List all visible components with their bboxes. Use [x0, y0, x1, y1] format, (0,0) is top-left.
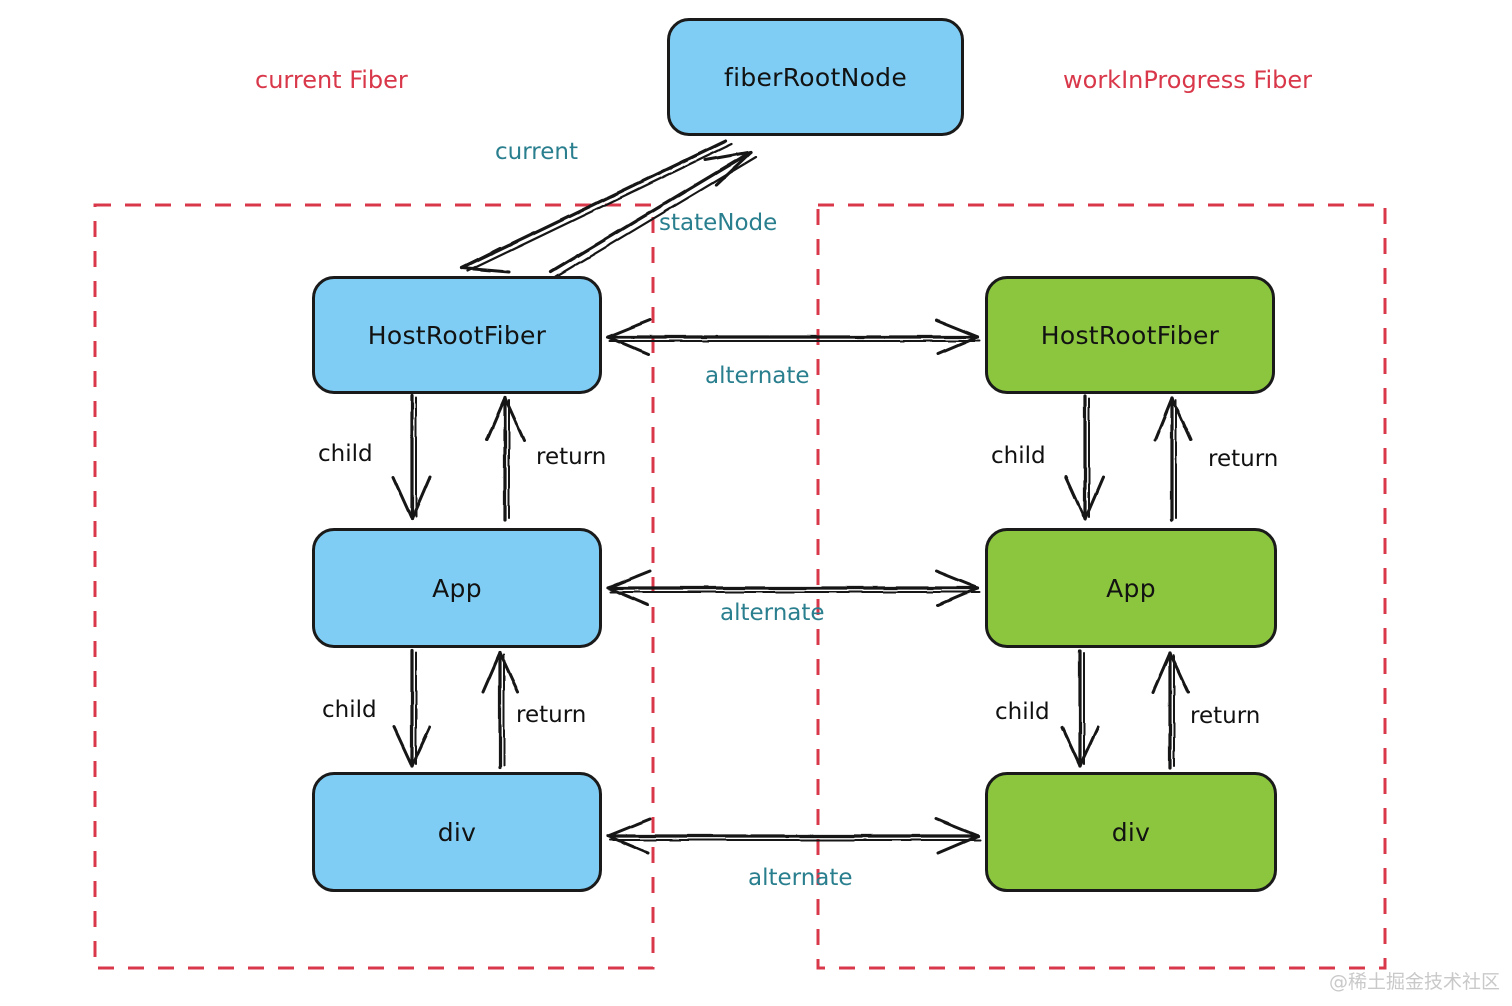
arrow-wip-child-2: [1060, 649, 1100, 768]
edge-label-current-return-2: return: [516, 702, 587, 728]
edge-label-wip-child-1: child: [991, 443, 1046, 469]
arrow-statenode: [549, 150, 758, 279]
edge-label-current: current: [495, 139, 578, 165]
node-wip-div[interactable]: div: [985, 772, 1277, 892]
arrow-wip-return-2: [1151, 651, 1190, 770]
arrow-current-child-2: [392, 649, 432, 768]
node-label: App: [1106, 573, 1156, 603]
arrow-wip-child-1: [1064, 394, 1105, 521]
node-current-hostrootfiber[interactable]: HostRootFiber: [312, 276, 602, 394]
node-wip-hostrootfiber[interactable]: HostRootFiber: [985, 276, 1275, 394]
region-workinprogress-border: [816, 203, 1387, 970]
edge-label-wip-return-1: return: [1208, 446, 1279, 472]
node-current-app[interactable]: App: [312, 528, 602, 648]
node-wip-app[interactable]: App: [985, 528, 1277, 648]
edge-label-current-child-2: child: [322, 697, 377, 723]
arrow-current-return-2: [481, 651, 520, 770]
arrow-current-return-1: [485, 396, 526, 522]
edge-label-statenode: stateNode: [659, 210, 778, 236]
region-label-workinprogress-fiber: workInProgress Fiber: [1063, 66, 1313, 94]
node-label: div: [1111, 817, 1151, 847]
node-label: HostRootFiber: [1040, 320, 1220, 350]
arrow-alternate-root: [606, 318, 981, 356]
node-label: HostRootFiber: [367, 320, 547, 350]
edge-label-alternate-div: alternate: [748, 865, 853, 891]
arrow-current: [460, 139, 734, 274]
arrow-wip-return-1: [1153, 396, 1193, 522]
edge-label-current-return-1: return: [536, 444, 607, 470]
edge-label-alternate-root: alternate: [705, 363, 810, 389]
node-label: div: [437, 817, 477, 847]
watermark: @稀土掘金技术社区: [1328, 971, 1500, 993]
edge-label-alternate-app: alternate: [720, 600, 825, 626]
region-label-current-fiber: current Fiber: [255, 66, 408, 94]
arrow-alternate-app: [606, 569, 981, 607]
node-label: fiberRootNode: [723, 62, 908, 92]
edge-label-current-child-1: child: [318, 441, 373, 467]
arrow-alternate-div: [606, 817, 981, 855]
node-fiberrootnode[interactable]: fiberRootNode: [667, 18, 964, 136]
node-current-div[interactable]: div: [312, 772, 602, 892]
node-label: App: [432, 573, 482, 603]
edge-label-wip-child-2: child: [995, 699, 1050, 725]
edge-label-wip-return-2: return: [1190, 703, 1261, 729]
arrow-current-child-1: [391, 394, 432, 521]
